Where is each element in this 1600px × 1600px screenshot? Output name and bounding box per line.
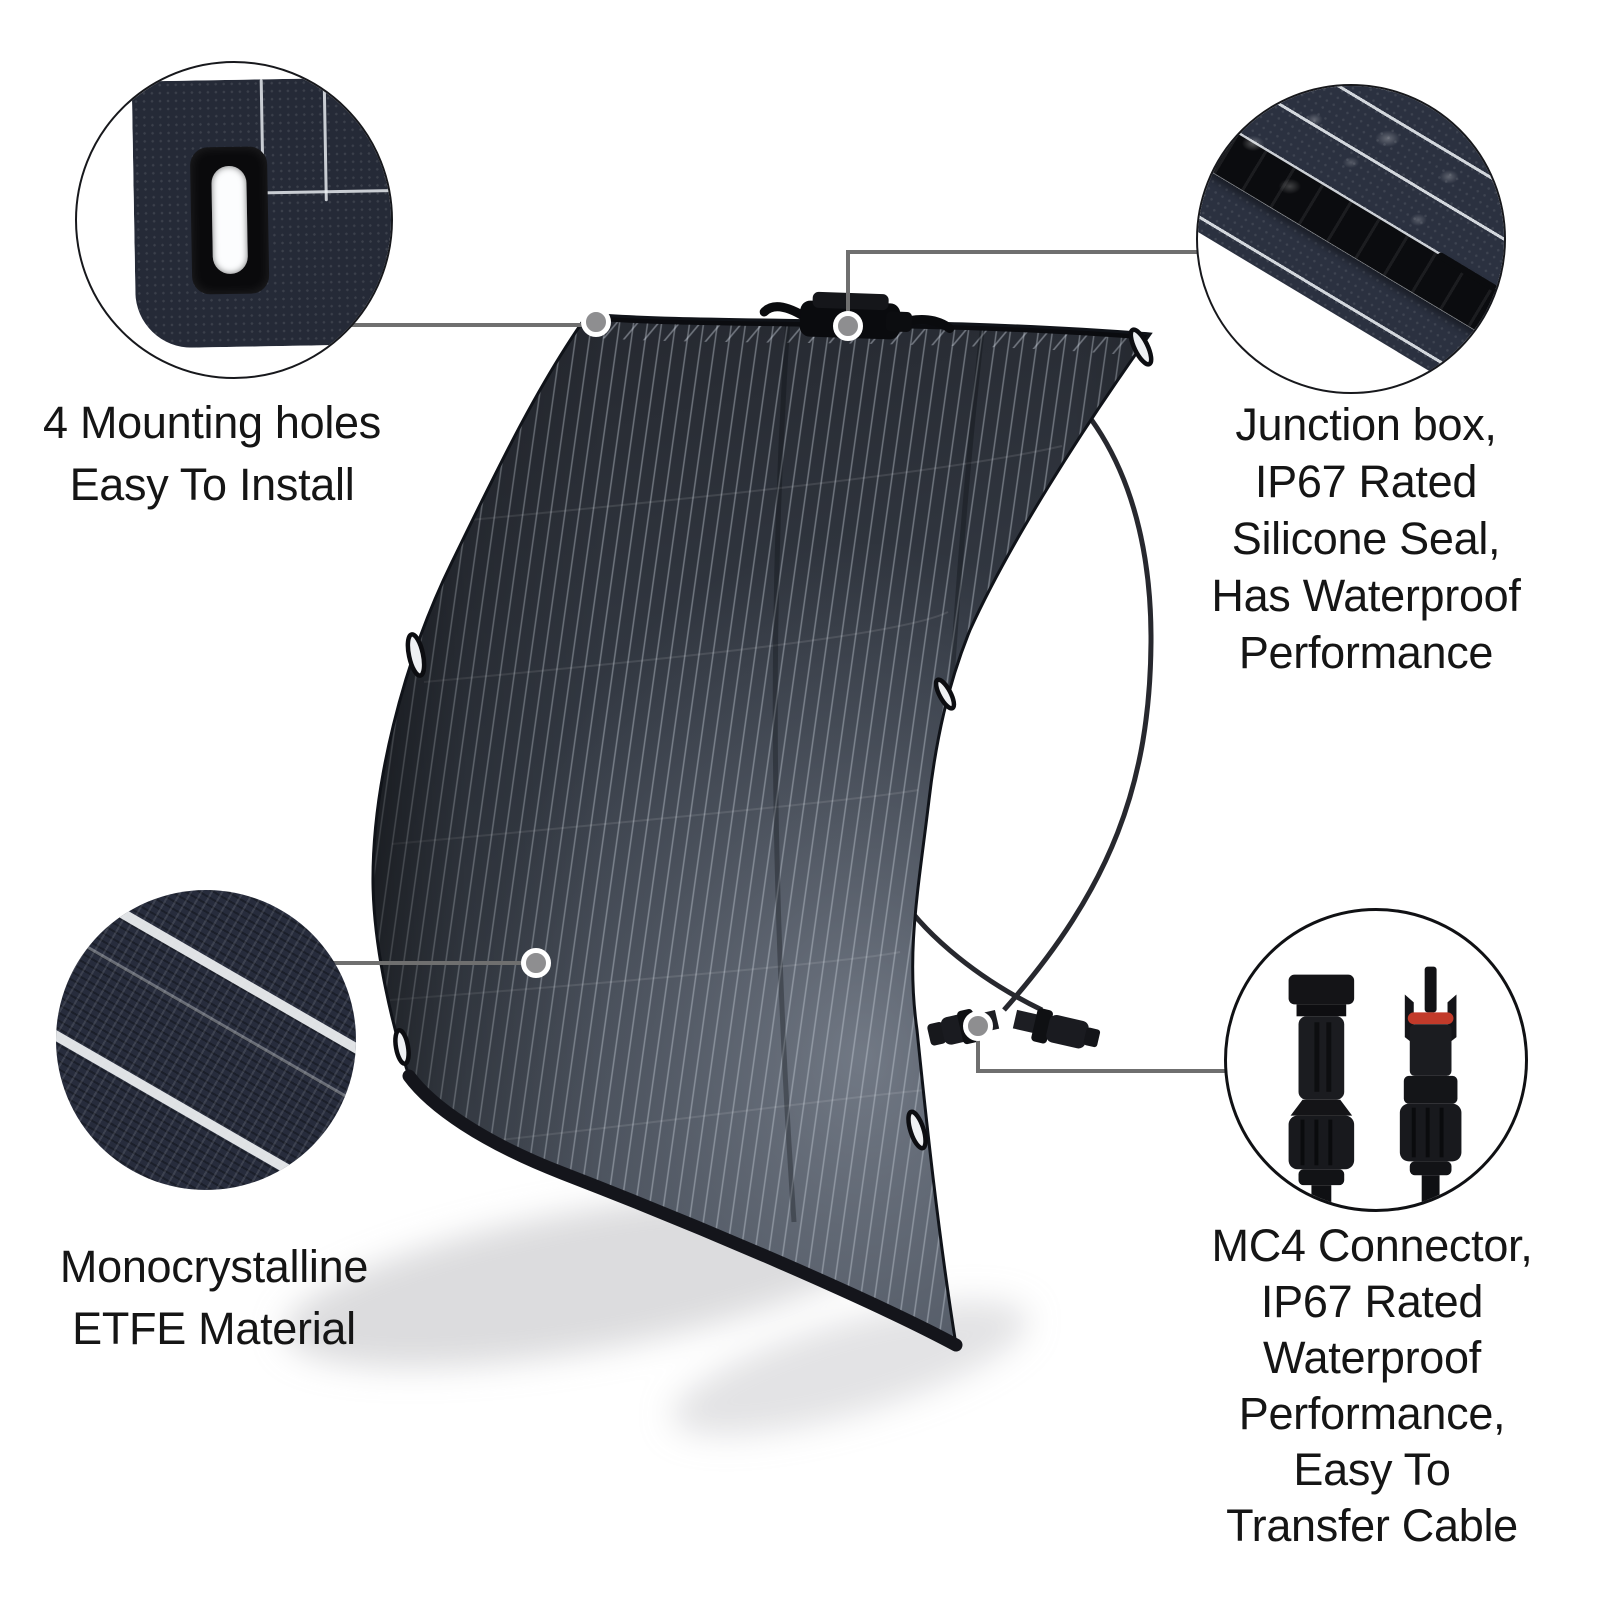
mc4-connectors-closeup [1288, 966, 1462, 1209]
callout-line: Monocrystalline [59, 1241, 369, 1292]
water-droplets [1198, 86, 1504, 325]
callout-mounting-holes: 4 Mounting holes Easy To Install [0, 392, 424, 516]
callout-line: Has Waterproof [1211, 570, 1521, 621]
stitch-line [322, 77, 328, 201]
callout-line: 4 Mounting holes [43, 397, 381, 448]
callout-line: Performance, [1238, 1388, 1506, 1439]
mc4-female-connector [1288, 974, 1355, 1209]
mounting-slot [210, 165, 248, 275]
panel-corner-texture [131, 76, 391, 349]
callout-line: MC4 Connector, [1211, 1220, 1533, 1271]
junction-box-photo-inset [1196, 84, 1506, 394]
red-o-ring [1407, 1012, 1454, 1025]
callout-line: Easy To Install [69, 459, 355, 510]
callout-line: ETFE Material [72, 1303, 356, 1354]
marker-dot-junction [833, 311, 863, 341]
callout-junction-box: Junction box, IP67 Rated Silicone Seal, … [1148, 396, 1584, 681]
material-photo-inset [56, 890, 356, 1190]
mc4-connector-pair [927, 1008, 1101, 1049]
mounting-grommet [189, 145, 270, 294]
callout-line: IP67 Rated [1260, 1276, 1484, 1327]
leader-line-junction [846, 250, 1347, 326]
callout-mc4-connector: MC4 Connector, IP67 Rated Waterproof Per… [1152, 1218, 1592, 1554]
mounting-hole [405, 632, 427, 678]
marker-dot-mounting [581, 307, 611, 337]
mounting-hole [933, 677, 957, 711]
mounting-hole [1128, 327, 1154, 367]
panel-underside [402, 1069, 963, 1352]
callout-line: Junction box, [1235, 399, 1497, 450]
callout-line: Silicone Seal, [1231, 513, 1501, 564]
callout-material: Monocrystalline ETFE Material [0, 1236, 428, 1360]
mounting-holes [393, 327, 1154, 1151]
mounting-hole [393, 1027, 411, 1067]
mc4-male-connector [1399, 966, 1462, 1209]
marker-dot-mc4 [963, 1011, 993, 1041]
callout-line: Performance [1238, 627, 1494, 678]
callout-line: Easy To [1293, 1444, 1451, 1495]
mounting-hole-photo-inset [75, 61, 393, 379]
callout-line: Waterproof [1263, 1332, 1481, 1383]
mc4-photo-inset [1224, 908, 1528, 1212]
mounting-hole [906, 1109, 928, 1151]
marker-dot-material [521, 948, 551, 978]
callout-line: Transfer Cable [1226, 1500, 1518, 1551]
solar-panel [371, 312, 1154, 1352]
callout-line: IP67 Rated [1254, 456, 1478, 507]
